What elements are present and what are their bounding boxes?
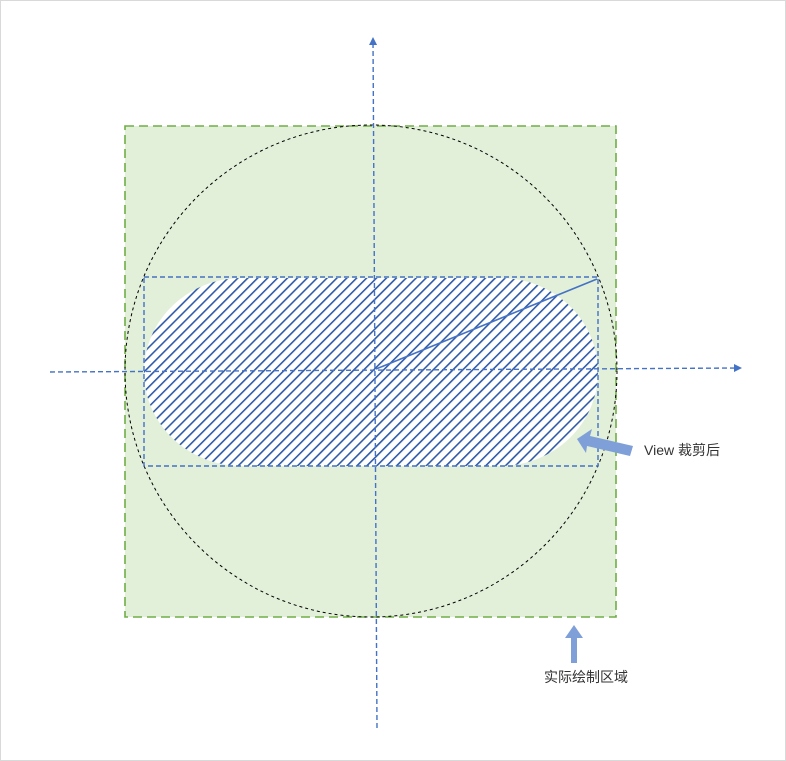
x-axis [49,364,742,373]
view-bounds [143,276,599,467]
view-pointer-arrow [577,429,633,456]
radius-line [375,278,598,370]
y-axis [369,37,378,729]
area-pointer-arrow [565,625,583,663]
actual-drawing-area-label: 实际绘制区域 [544,669,628,685]
reference-circle [124,124,618,618]
view-clipped-label: View 裁剪后 [644,442,720,458]
